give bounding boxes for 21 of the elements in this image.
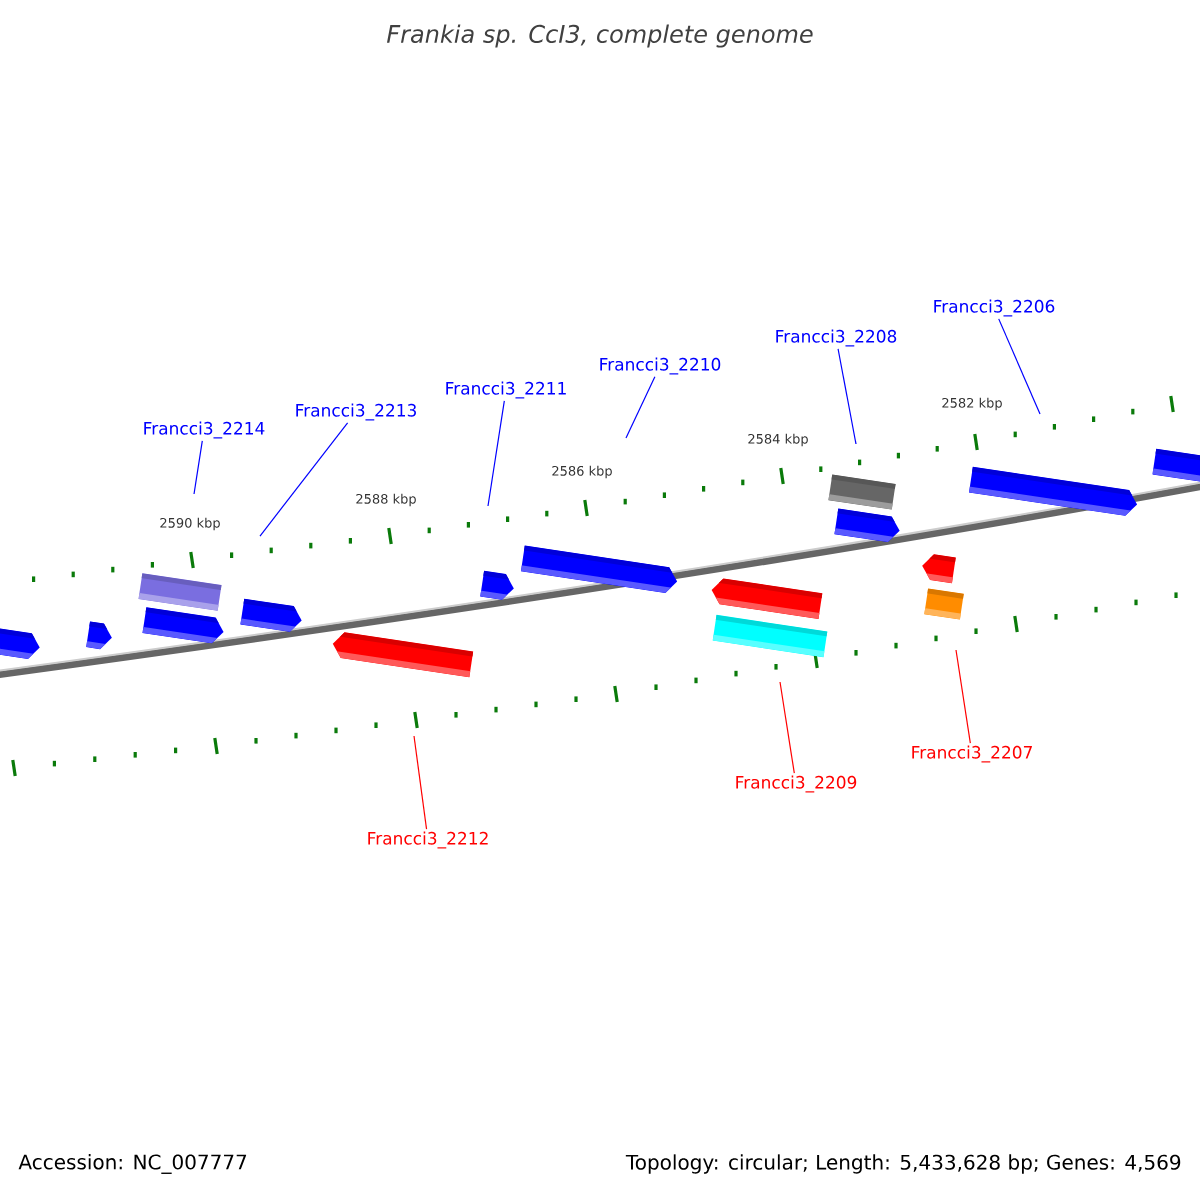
gene-label: Francci3_2213 (296, 403, 416, 421)
gene-label: Francci3_2211 (446, 381, 566, 399)
leader-line (193, 440, 203, 495)
gene-label: Francci3_2208 (776, 329, 897, 347)
leader-line (413, 735, 428, 830)
leader-line (487, 400, 505, 507)
gene-label: Francci3_2210 (600, 357, 721, 375)
title: Frankia sp. CcI3, complete genome (387, 24, 813, 48)
gene-label: Francci3_2212 (368, 831, 488, 849)
leader-line (779, 681, 795, 774)
leader-line (837, 348, 857, 445)
genome-info-text: Topology: circular; Length: 5,433,628 bp; Genes: 4,569 (625, 1154, 1181, 1174)
gene-label: Francci3_2214 (144, 421, 265, 439)
leader-line (625, 376, 656, 439)
leader-line (259, 422, 349, 537)
leader-line (998, 318, 1041, 415)
accession-text: Accession: NC_007777 (18, 1154, 247, 1174)
gene-label: Francci3_2207 (912, 745, 1032, 763)
gene-label: Francci3_2209 (736, 775, 857, 793)
gene-label: Francci3_2206 (934, 299, 1055, 317)
leader-line (955, 649, 971, 744)
